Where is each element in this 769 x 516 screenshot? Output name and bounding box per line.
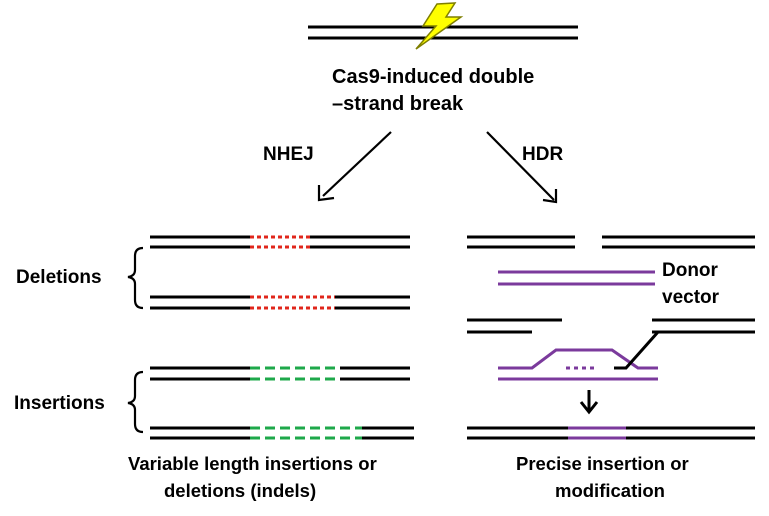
deletion-duplex-2: [150, 295, 410, 310]
hdr-arrow: [486, 131, 555, 201]
lightning-bolt-icon: [415, 2, 464, 50]
hdr-label: HDR: [522, 144, 563, 165]
donor-vector: [498, 270, 655, 286]
caption-right-line2: modification: [555, 480, 665, 501]
deletions-label: Deletions: [16, 267, 102, 288]
insertions-brace: [127, 370, 144, 434]
insertion-duplex-2: [150, 426, 414, 440]
repaired-dna: [467, 426, 755, 440]
deletion-duplex-1: [150, 235, 410, 249]
resected-dna: [467, 318, 755, 334]
nhej-label: NHEJ: [263, 144, 314, 165]
caption-left-line2: deletions (indels): [164, 480, 316, 501]
nhej-arrow-head: [317, 185, 335, 202]
strand-invasion: [498, 331, 660, 381]
hdr-arrow-head: [542, 189, 558, 204]
break-label-line2: –strand break: [332, 93, 464, 115]
donor-label-line1: Donor: [662, 260, 719, 281]
hdr-result-arrow-head: [579, 401, 599, 415]
deletions-brace: [127, 246, 144, 310]
break-label-line1: Cas9-induced double: [332, 66, 534, 88]
caption-left-line1: Variable length insertions or: [128, 453, 377, 474]
caption-right-line1: Precise insertion or: [516, 453, 689, 474]
insertion-duplex-1: [150, 366, 410, 381]
broken-dna: [467, 235, 755, 249]
insertions-label: Insertions: [14, 393, 105, 414]
nhej-arrow: [322, 131, 392, 197]
donor-label-line2: vector: [662, 287, 720, 308]
